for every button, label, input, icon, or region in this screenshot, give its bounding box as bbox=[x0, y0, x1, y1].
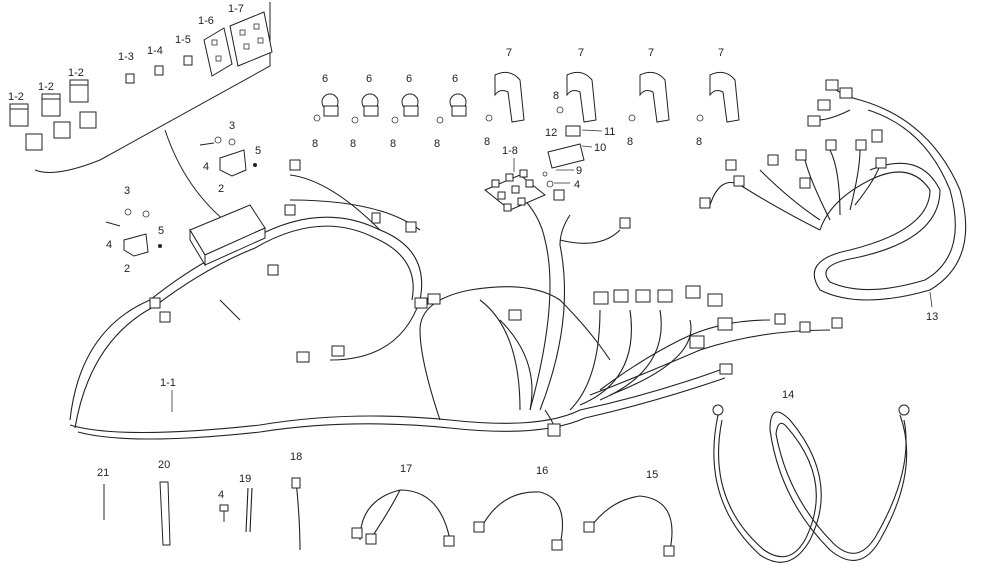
label-fuse-block-b: 1-7 bbox=[228, 3, 244, 15]
label-clamp-large-3: 7 bbox=[648, 47, 654, 59]
label-relay-c: 1-2 bbox=[68, 67, 84, 79]
label-bracket-top: 2 bbox=[218, 183, 224, 195]
label-engine-harness: 13 bbox=[926, 311, 938, 323]
cable-tie-20 bbox=[159, 481, 171, 546]
label-clamp-small-4: 6 bbox=[452, 73, 458, 85]
label-cable-tie-20: 20 bbox=[158, 459, 170, 471]
label-screw-clamp-7: 8 bbox=[627, 136, 633, 148]
label-screw-11: 11 bbox=[604, 126, 615, 138]
flasher-icon bbox=[154, 65, 164, 76]
fuse-block-icon bbox=[203, 11, 273, 77]
sub-harness-15 bbox=[583, 495, 675, 557]
bolt-loose bbox=[219, 504, 229, 522]
label-bolt-center: 4 bbox=[574, 179, 580, 191]
label-clamp-large-2: 7 bbox=[578, 47, 584, 59]
label-bracket-bottom: 2 bbox=[124, 263, 130, 275]
label-cable-tie-18: 18 bbox=[290, 451, 302, 463]
label-grommet-19: 19 bbox=[239, 473, 251, 485]
engine-harness bbox=[699, 79, 967, 301]
label-flasher: 1-4 bbox=[147, 45, 163, 57]
plate-assembly: 12 11 10 9 4 bbox=[542, 125, 615, 191]
label-rivet-21: 21 bbox=[97, 467, 109, 479]
label-nut-12: 12 bbox=[545, 127, 557, 139]
label-washer: 9 bbox=[576, 165, 582, 177]
label-fuse-block-a: 1-6 bbox=[198, 15, 214, 27]
label-fuse-connector: 1-8 bbox=[502, 145, 518, 157]
label-plate: 10 bbox=[594, 142, 606, 154]
label-sub-harness-16: 16 bbox=[536, 465, 548, 477]
label-diode: 1-5 bbox=[175, 34, 191, 46]
label-screw-bottom: 3 bbox=[124, 185, 130, 197]
relay-inset-panel: 1-2 1-2 1-2 1-3 1-4 1-5 1-6 1-7 bbox=[8, 2, 273, 226]
label-screw-clamp-3: 8 bbox=[390, 138, 396, 150]
bracket-assembly-bottom: 3 4 5 2 bbox=[105, 185, 164, 275]
label-relay-b: 1-2 bbox=[38, 81, 54, 93]
label-relay-a: 1-2 bbox=[8, 91, 24, 103]
label-clamp-small-2: 6 bbox=[366, 73, 372, 85]
large-clamps bbox=[485, 71, 740, 123]
label-bolt-bottom: 4 bbox=[106, 239, 112, 251]
label-main-harness: 1-1 bbox=[160, 377, 176, 389]
small-relay-icon bbox=[125, 73, 135, 84]
label-screw-clamp-2: 8 bbox=[350, 138, 356, 150]
fuse-connector-block bbox=[484, 169, 546, 212]
label-screw-clamp-6: 8 bbox=[553, 90, 559, 102]
sub-harness-16 bbox=[473, 491, 564, 551]
battery-cable bbox=[712, 404, 910, 563]
label-screw-clamp-4: 8 bbox=[434, 138, 440, 150]
label-clamp-small-3: 6 bbox=[406, 73, 412, 85]
label-screw-clamp-5: 8 bbox=[484, 136, 490, 148]
screw-icon bbox=[214, 136, 222, 144]
relay-icon bbox=[9, 79, 97, 151]
label-screw-clamp-1: 8 bbox=[312, 138, 318, 150]
small-clamps bbox=[313, 93, 467, 124]
label-small-relay: 1-3 bbox=[118, 51, 134, 63]
label-battery-cable: 14 bbox=[782, 389, 794, 401]
grommet-19 bbox=[245, 487, 253, 533]
label-screw-top: 3 bbox=[229, 120, 235, 132]
main-harness bbox=[69, 159, 843, 440]
label-clamp-large-4: 7 bbox=[718, 47, 724, 59]
cable-tie-18 bbox=[291, 477, 301, 551]
label-sub-harness-17: 17 bbox=[400, 463, 412, 475]
label-clamp-large-1: 7 bbox=[506, 47, 512, 59]
bracket-assembly-top: 3 4 5 2 bbox=[199, 120, 261, 195]
label-screw-clamp-8: 8 bbox=[696, 136, 702, 148]
sub-harness-17 bbox=[351, 489, 455, 547]
label-nut-bottom: 5 bbox=[158, 225, 164, 237]
label-sub-harness-15: 15 bbox=[646, 469, 658, 481]
diode-icon bbox=[183, 55, 193, 66]
label-bolt-loose: 4 bbox=[218, 489, 224, 501]
label-bolt-top: 4 bbox=[203, 161, 209, 173]
label-clamp-small-1: 6 bbox=[322, 73, 328, 85]
label-nut-top: 5 bbox=[255, 145, 261, 157]
